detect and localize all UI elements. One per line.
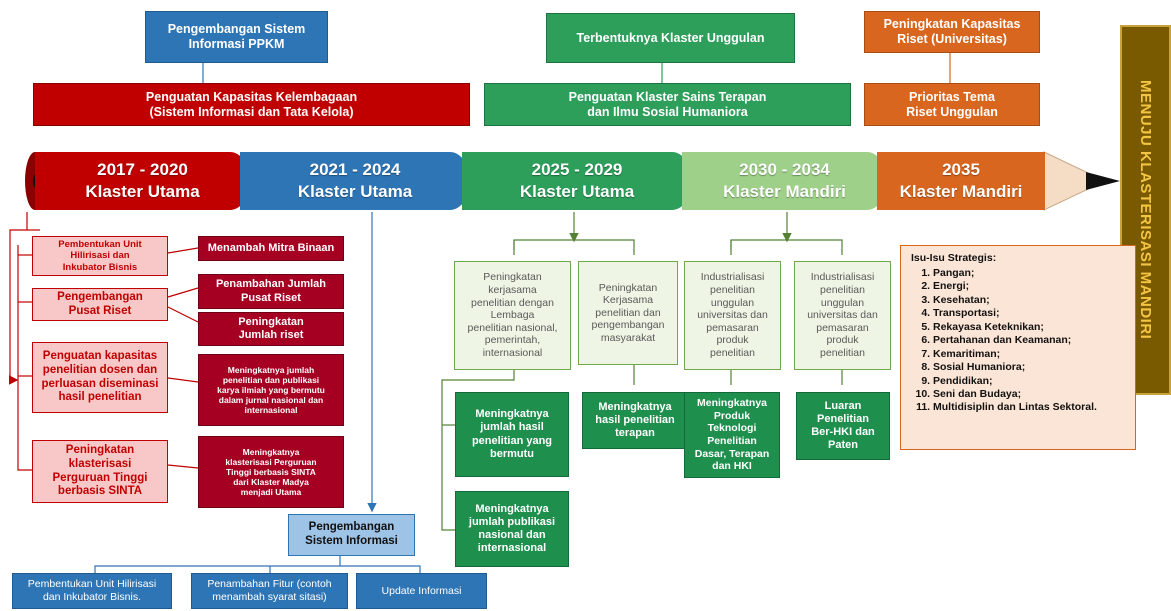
bottom-blue-hilirisasi: Pembentukan Unit Hilirisasi dan Inkubato… bbox=[12, 573, 172, 609]
pink-box-hilirisasi: Pembentukan Unit Hilirisasi dan Inkubato… bbox=[32, 236, 168, 276]
light-green-industrialisasi-2: Industrialisasi penelitian unggulan univ… bbox=[794, 261, 891, 370]
issues-list: Pangan; Energi; Kesehatan; Transportasi;… bbox=[911, 267, 1125, 415]
kapasitas-riset-box: Peningkatan Kapasitas Riset (Universitas… bbox=[864, 11, 1040, 53]
timeline-segment-2035: 2035 Klaster Mandiri bbox=[877, 152, 1045, 210]
issue-item: Pendidikan; bbox=[933, 375, 1125, 388]
pink-box-klasterisasi: Peningkatan klasterisasi Perguruan Tingg… bbox=[32, 440, 168, 503]
light-green-industrialisasi-1: Industrialisasi penelitian unggulan univ… bbox=[684, 261, 781, 370]
timeline-segment-2025-2029: 2025 - 2029 Klaster Utama bbox=[462, 152, 692, 210]
issues-box: Isu-Isu Strategis: Pangan; Energi; Keseh… bbox=[900, 245, 1136, 450]
issue-item: Kesehatan; bbox=[933, 294, 1125, 307]
timeline-label: Klaster Utama bbox=[85, 182, 200, 201]
issue-item: Multidisiplin dan Lintas Sektoral. bbox=[933, 401, 1125, 414]
issue-item: Pertahanan dan Keamanan; bbox=[933, 334, 1125, 347]
green-box-publikasi: Meningkatnya jumlah publikasi nasional d… bbox=[455, 491, 569, 567]
timeline-label: Klaster Utama bbox=[519, 182, 635, 201]
pink-box-kapasitas-dosen: Penguatan kapasitas penelitian dosen dan… bbox=[32, 342, 168, 413]
red-box-publikasi: Meningkatnya jumlah penelitian dan publi… bbox=[198, 354, 344, 426]
green-box-hasil-bermutu: Meningkatnya jumlah hasil penelitian yan… bbox=[455, 392, 569, 477]
timeline-label: Klaster Mandiri bbox=[723, 182, 846, 201]
vertical-banner-text: MENUJU KLASTERISASI MANDIRI bbox=[1137, 80, 1154, 340]
red-box-jumlah-riset: Peningkatan Jumlah riset bbox=[198, 312, 344, 346]
issue-item: Rekayasa Keteknikan; bbox=[933, 321, 1125, 334]
green-box-penelitian-terapan: Meningkatnya hasil penelitian terapan bbox=[582, 392, 688, 449]
pink-box-pusat-riset: Pengembangan Pusat Riset bbox=[32, 288, 168, 321]
timeline-period: 2025 - 2029 bbox=[531, 160, 623, 179]
green-box-hki-paten: Luaran Penelitian Ber-HKI dan Paten bbox=[796, 392, 890, 460]
klaster-unggulan-box: Terbentuknya Klaster Unggulan bbox=[546, 13, 795, 63]
timeline-segment-2030-2034: 2030 - 2034 Klaster Mandiri bbox=[682, 152, 887, 210]
issue-item: Sosial Humaniora; bbox=[933, 361, 1125, 374]
timeline-period: 2035 bbox=[942, 160, 980, 179]
kelembagaan-box: Penguatan Kapasitas Kelembagaan (Sistem … bbox=[33, 83, 470, 126]
issue-item: Transportasi; bbox=[933, 307, 1125, 320]
bottom-blue-fitur: Penambahan Fitur (contoh menambah syarat… bbox=[191, 573, 348, 609]
issues-title: Isu-Isu Strategis: bbox=[911, 252, 997, 264]
bottom-blue-update: Update Informasi bbox=[356, 573, 487, 609]
red-box-sinta: Meningkatnya klasterisasi Perguruan Ting… bbox=[198, 436, 344, 508]
timeline-label: Klaster Utama bbox=[297, 182, 413, 201]
red-box-pusat-riset: Penambahan Jumlah Pusat Riset bbox=[198, 274, 344, 309]
red-box-mitra-binaan: Menambah Mitra Binaan bbox=[198, 236, 344, 261]
timeline-period: 2030 - 2034 bbox=[739, 160, 830, 179]
issue-item: Pangan; bbox=[933, 267, 1125, 280]
timeline-period: 2021 - 2024 bbox=[309, 160, 401, 179]
timeline-segment-2021-2024: 2021 - 2024 Klaster Utama bbox=[240, 152, 470, 210]
sains-terapan-box: Penguatan Klaster Sains Terapan dan Ilmu… bbox=[484, 83, 851, 126]
timeline-label: Klaster Mandiri bbox=[899, 182, 1023, 201]
issue-item: Energi; bbox=[933, 280, 1125, 293]
timeline-period: 2017 - 2020 bbox=[97, 160, 188, 179]
light-green-kerjasama-masyarakat: Peningkatan Kerjasama penelitian dan pen… bbox=[578, 261, 678, 365]
issue-item: Kemaritiman; bbox=[933, 348, 1125, 361]
issue-item: Seni dan Budaya; bbox=[933, 388, 1125, 401]
sistem-informasi-box: Pengembangan Sistem Informasi bbox=[288, 514, 415, 556]
green-box-produk-teknologi: Meningkatnya Produk Teknologi Penelitian… bbox=[684, 392, 780, 478]
prioritas-tema-box: Prioritas Tema Riset Unggulan bbox=[864, 83, 1040, 126]
sistem-informasi-ppkm-box: Pengembangan Sistem Informasi PPKM bbox=[145, 11, 328, 63]
light-green-kerjasama-lembaga: Peningkatan kerjasama penelitian dengan … bbox=[454, 261, 571, 370]
timeline-segment-2017-2020: 2017 - 2020 Klaster Utama bbox=[35, 152, 250, 210]
